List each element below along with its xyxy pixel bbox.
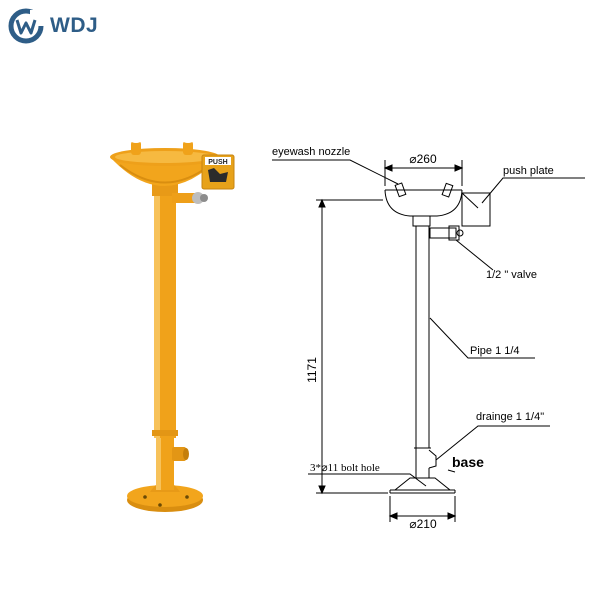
label-push-plate: push plate — [503, 165, 554, 177]
logo-text: WDJ — [50, 14, 99, 37]
label-eyewash-nozzle: eyewash nozzle — [272, 146, 350, 158]
label-base: base — [452, 454, 484, 470]
label-pipe: Pipe 1 1/4 — [470, 345, 520, 357]
technical-drawing — [272, 159, 585, 522]
brand-logo: WDJ — [8, 8, 98, 44]
label-bolt-hole: 3*⌀11 bolt hole — [310, 462, 380, 474]
label-drainge: drainge 1 1/4" — [476, 411, 544, 423]
dim-height: 1171 — [305, 357, 319, 383]
dim-bowl-diameter: ⌀260 — [409, 152, 437, 166]
push-sign-label: PUSH — [208, 159, 227, 166]
label-valve: 1/2 " valve — [486, 269, 537, 281]
dim-base-diameter: ⌀210 — [409, 517, 437, 531]
eyewash-station-photo: PUSH — [110, 139, 235, 512]
wdj-logo-icon — [8, 8, 44, 44]
